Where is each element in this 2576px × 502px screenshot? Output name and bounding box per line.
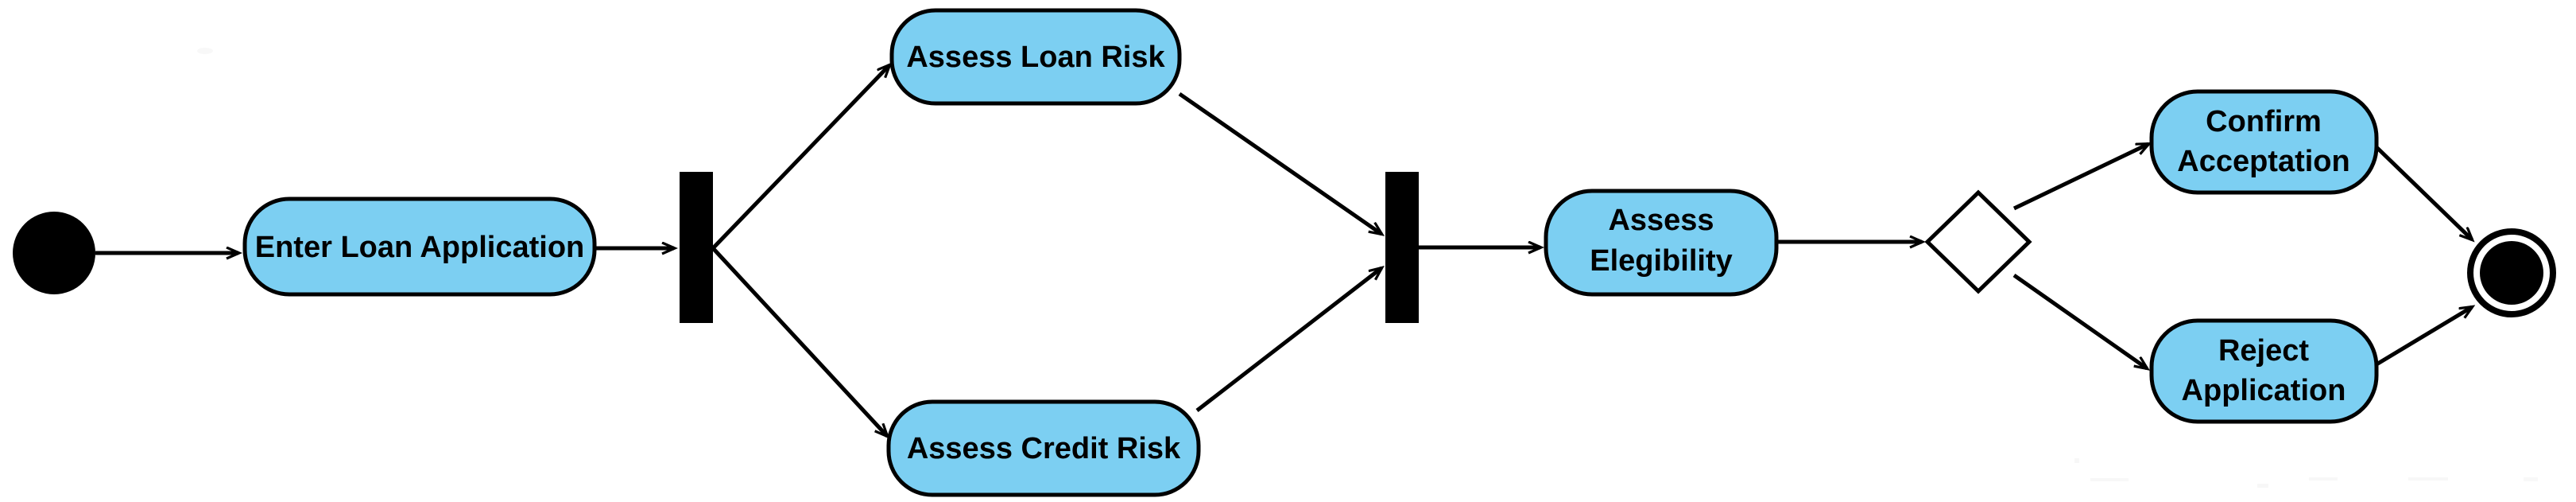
faint-artifacts: [197, 48, 2538, 488]
action-shape-assess-elegibility[interactable]: [1544, 189, 1779, 297]
join-bar[interactable]: [1385, 172, 1419, 323]
artifact-top-left: [197, 48, 213, 54]
action-confirm-acceptation[interactable]: Confirm Acceptation: [2149, 89, 2379, 195]
edge-fork-to-assess-loan-risk: [711, 65, 889, 250]
final-node-core: [2480, 241, 2543, 305]
action-assess-credit-risk[interactable]: Assess Credit Risk: [886, 399, 1201, 497]
edge-decision-to-confirm-acceptation: [2012, 142, 2148, 211]
edge-assess-credit-risk-to-join: [1195, 268, 1381, 412]
action-reject-application[interactable]: Reject Application: [2149, 318, 2379, 424]
fork-bar[interactable]: [680, 172, 713, 323]
artifact-bottom-right-a: [2074, 458, 2079, 463]
artifact-bottom-right-d: [2309, 477, 2338, 481]
final-node[interactable]: [2467, 228, 2556, 317]
action-shape-reject-application[interactable]: [2149, 318, 2379, 424]
action-shape-assess-credit-risk[interactable]: [886, 399, 1201, 497]
action-shape-confirm-acceptation[interactable]: [2149, 89, 2379, 195]
edge-reject-application-to-end: [2375, 307, 2472, 367]
action-assess-elegibility[interactable]: Assess Elegibility: [1544, 189, 1779, 297]
artifact-bottom-right-f: [2524, 477, 2538, 481]
decision-node[interactable]: [1924, 189, 2032, 294]
edge-assess-loan-risk-to-join: [1178, 91, 1381, 234]
action-shape-assess-loan-risk[interactable]: [889, 8, 1182, 106]
artifact-bottom-right-c: [2257, 484, 2268, 488]
edge-fork-to-assess-credit-risk: [711, 247, 887, 436]
action-enter-loan-application[interactable]: Enter Loan Application: [242, 197, 597, 297]
artifact-bottom-right-b: [2090, 478, 2129, 481]
flow-edges: [95, 65, 2472, 436]
initial-node[interactable]: [13, 212, 95, 294]
artifact-bottom-right-e: [2408, 477, 2448, 481]
edge-confirm-acceptation-to-end: [2375, 146, 2472, 239]
action-shape-enter-loan-application[interactable]: [242, 197, 597, 297]
edge-decision-to-reject-application: [2012, 273, 2147, 368]
action-assess-loan-risk[interactable]: Assess Loan Risk: [889, 8, 1182, 106]
